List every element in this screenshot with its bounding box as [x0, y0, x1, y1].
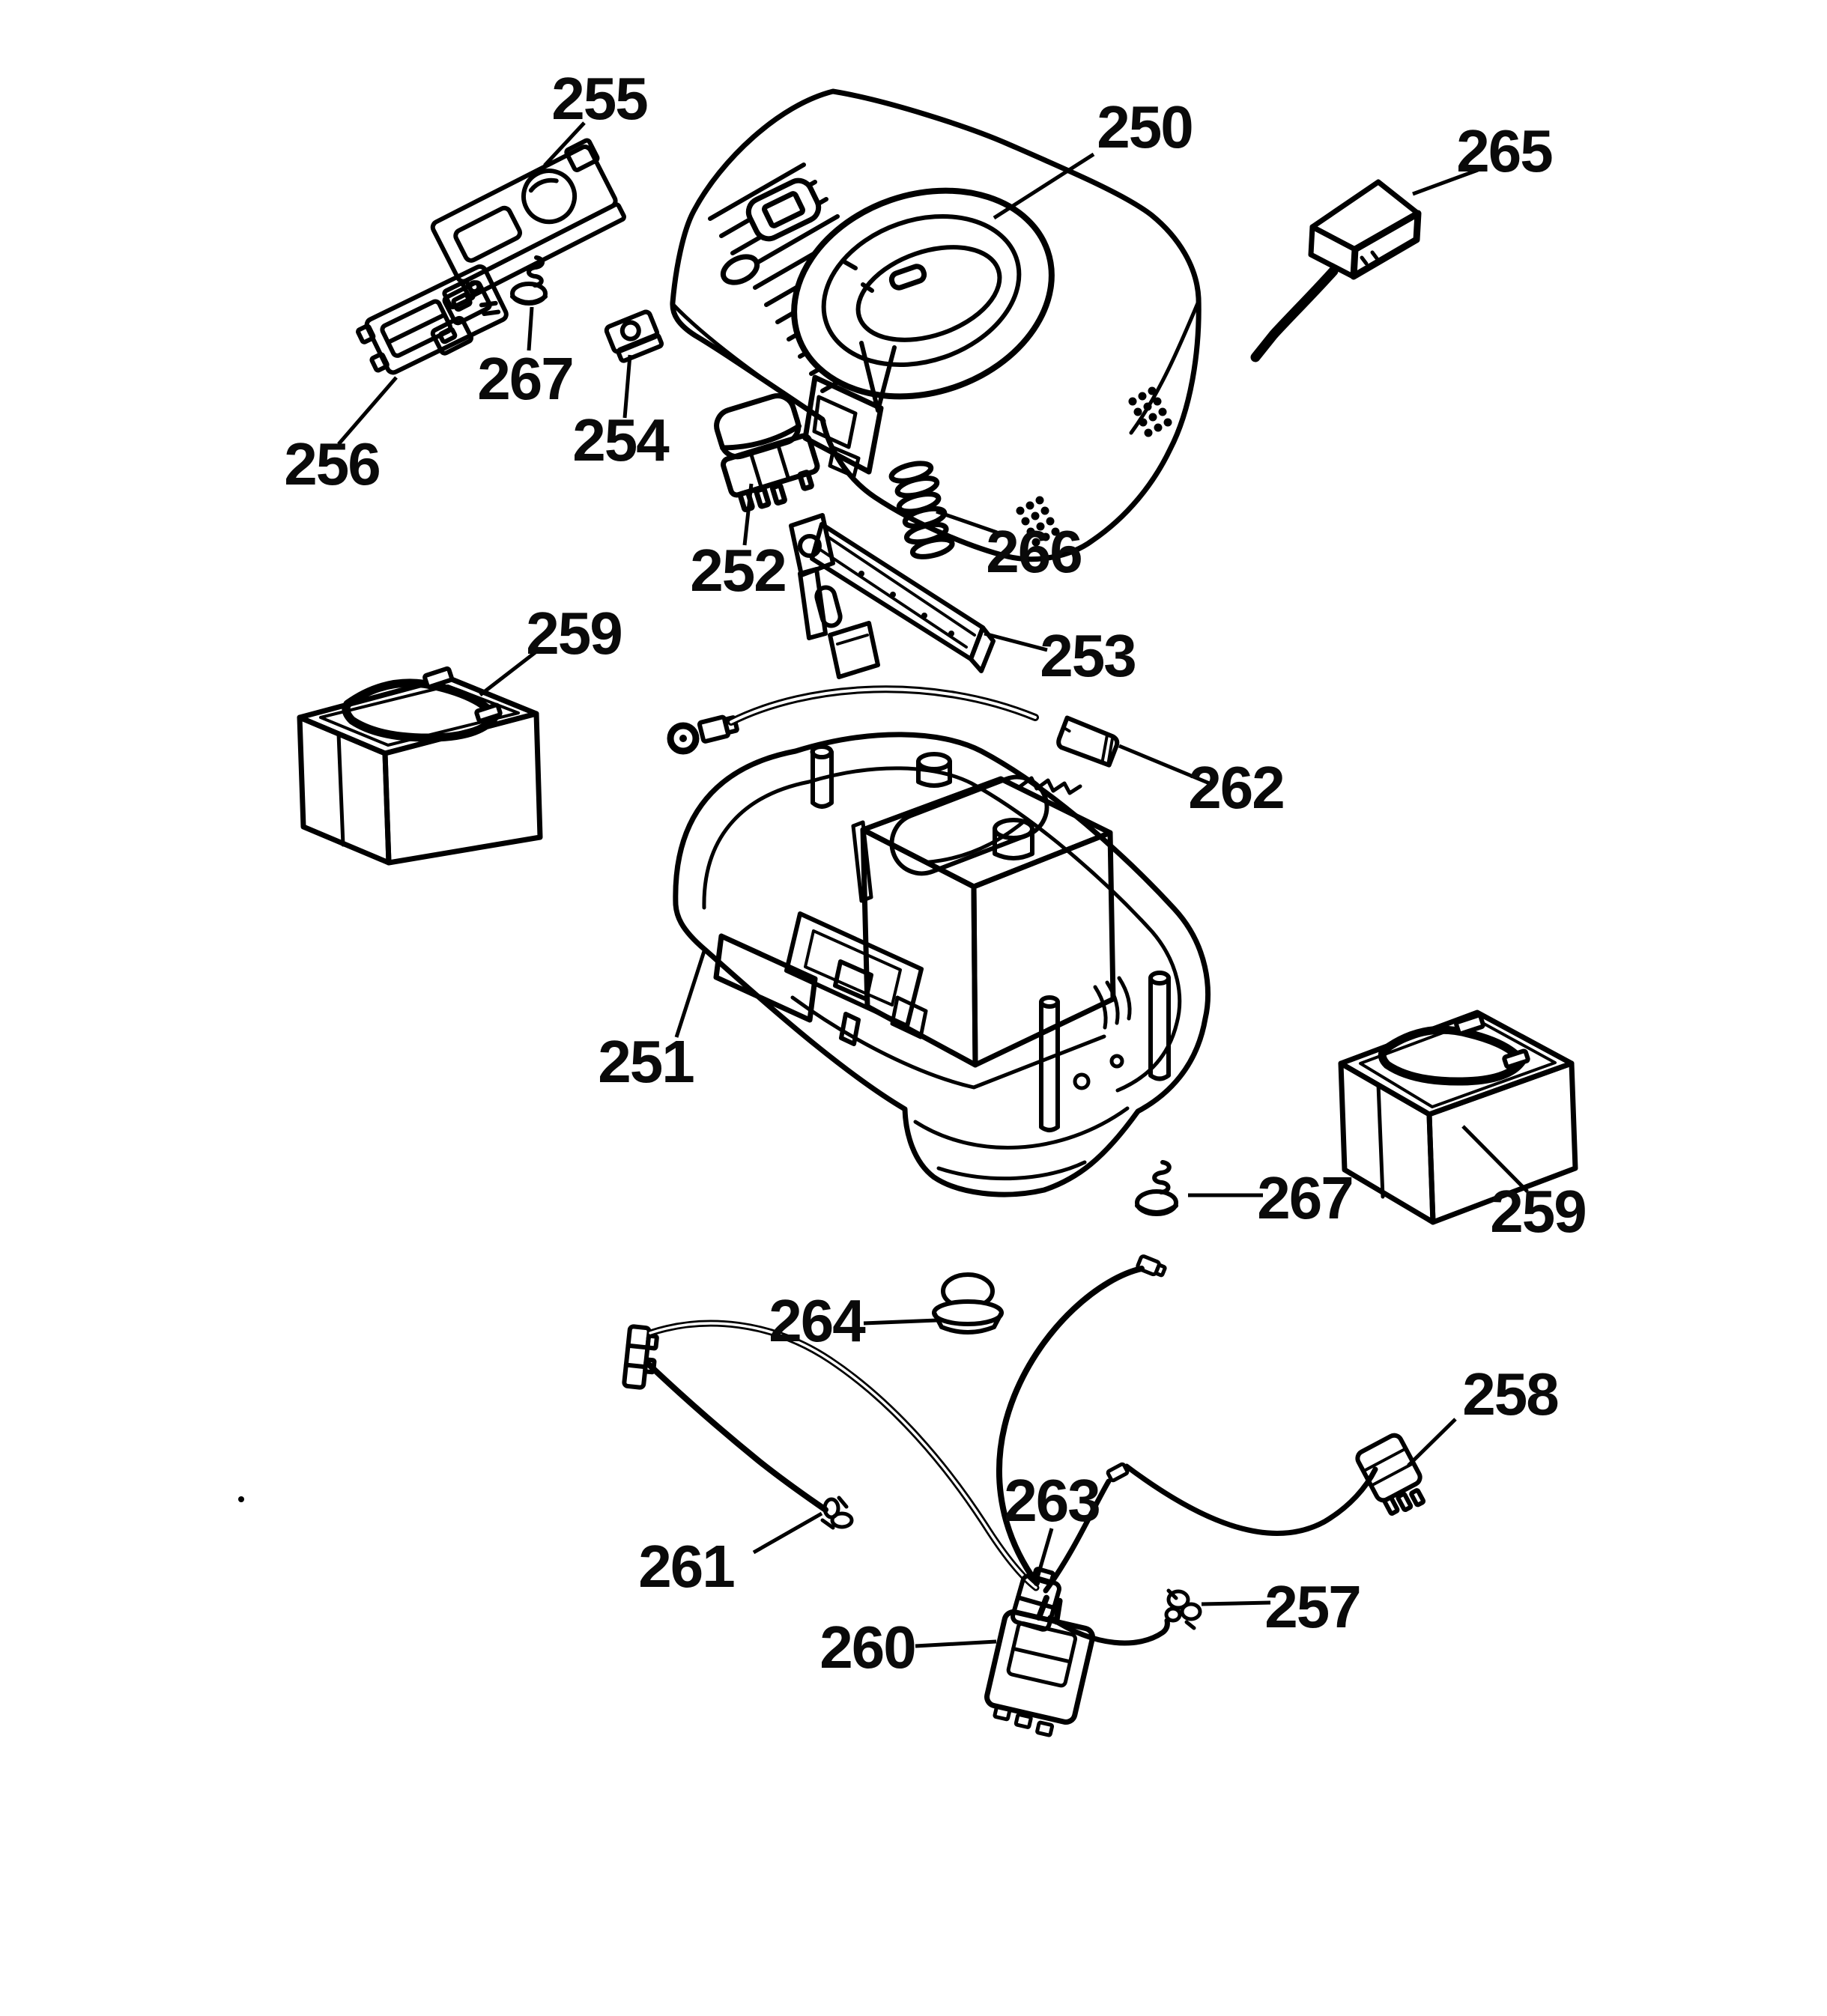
leader-261	[752, 1511, 823, 1555]
leader-253	[984, 631, 1048, 652]
leader-262	[1118, 744, 1212, 786]
leader-258	[1407, 1418, 1457, 1467]
part-board-256	[356, 264, 509, 375]
part-label-257: 257	[1264, 1573, 1360, 1640]
leader-251	[674, 948, 707, 1038]
part-cover-250	[670, 88, 1202, 562]
connector-258	[1355, 1433, 1426, 1516]
leader-264	[863, 1318, 938, 1326]
cover-vent-dots	[1016, 386, 1172, 547]
wire-258	[1124, 1463, 1378, 1536]
part-screw-267-right	[1135, 1160, 1178, 1216]
leader-257	[1201, 1600, 1271, 1606]
part-label-258: 258	[1462, 1361, 1558, 1427]
leader-263	[1034, 1528, 1054, 1581]
leader-265	[1412, 168, 1479, 196]
part-label-266: 266	[986, 518, 1081, 585]
part-battery-259-left	[297, 666, 543, 866]
part-switch-252	[714, 393, 820, 513]
part-label-265: 265	[1456, 118, 1552, 184]
connector-260	[984, 1594, 1095, 1737]
part-tray-251	[673, 732, 1211, 1197]
part-label-253: 253	[1040, 622, 1135, 689]
leader-lines	[337, 121, 1529, 1648]
part-label-263: 263	[1004, 1467, 1099, 1534]
wire-257	[1047, 1615, 1170, 1646]
leader-267-top	[527, 306, 534, 351]
bullet-terminal	[1136, 1254, 1167, 1278]
clip-261	[820, 1496, 854, 1530]
cover-latch-opening	[802, 374, 884, 479]
wire-harness	[622, 1254, 1426, 1737]
part-charger-265	[1250, 179, 1422, 362]
part-label-250: 250	[1097, 94, 1192, 160]
part-label-259-right: 259	[1490, 1178, 1585, 1245]
leader-256	[337, 376, 398, 446]
tray-motor-mount	[860, 752, 1116, 1068]
part-label-254: 254	[572, 407, 670, 473]
leader-259-left	[479, 648, 541, 696]
part-bracket-255	[430, 138, 626, 356]
part-label-260: 260	[819, 1614, 915, 1680]
leader-255	[543, 121, 586, 167]
tray-posts	[810, 744, 1171, 1132]
part-label-261: 261	[638, 1533, 734, 1600]
leader-266	[936, 509, 998, 535]
leader-259-right	[1461, 1125, 1529, 1193]
part-label-262: 262	[1188, 754, 1283, 821]
leader-250	[993, 152, 1095, 220]
part-screw-267-top	[510, 255, 548, 306]
part-label-255: 255	[551, 65, 647, 132]
part-label-259-left: 259	[526, 600, 621, 667]
part-label-264: 264	[769, 1287, 866, 1354]
part-label-251: 251	[598, 1028, 694, 1095]
clip-257	[1164, 1588, 1202, 1630]
stray-dot	[238, 1496, 244, 1502]
part-labels: 250 251 252 253 254 255 256 257 258 259 …	[284, 65, 1587, 1680]
part-label-267-right: 267	[1257, 1165, 1352, 1231]
part-battery-259-right	[1338, 1009, 1578, 1225]
part-label-267-top: 267	[477, 345, 572, 412]
wire-261	[644, 1360, 828, 1513]
harness-plug-261	[622, 1324, 659, 1390]
part-spring-266	[888, 461, 955, 559]
part-grommet-264	[932, 1272, 1004, 1335]
leader-260	[915, 1639, 997, 1648]
part-block-254	[604, 309, 664, 363]
leader-254	[622, 354, 632, 419]
tray-left-tub	[784, 911, 924, 1046]
cover-badge	[745, 177, 822, 242]
part-label-252: 252	[690, 537, 785, 604]
leader-252	[742, 483, 754, 546]
part-label-256: 256	[284, 431, 379, 497]
wire-arc-263	[996, 1266, 1145, 1586]
cover-handle-recess	[791, 187, 1055, 413]
part-wire-262	[667, 685, 1120, 768]
